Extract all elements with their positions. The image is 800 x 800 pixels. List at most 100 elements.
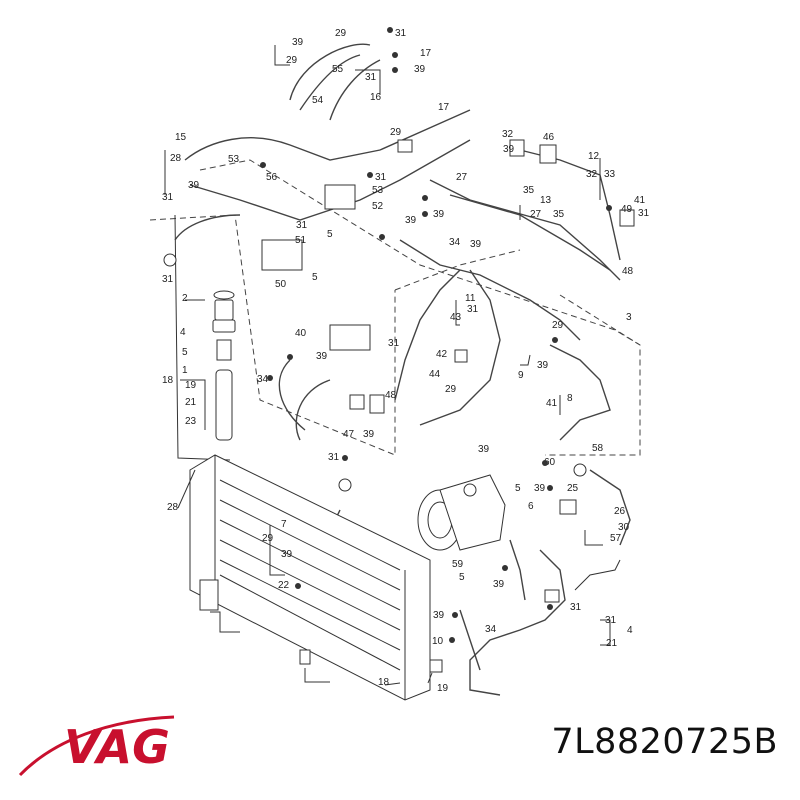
callout-label: 5: [459, 572, 465, 583]
callout-label: 5: [327, 229, 333, 240]
callout-label: 47: [343, 429, 355, 440]
vag-logo: VAG: [18, 715, 175, 777]
callout-label: 40: [295, 328, 307, 339]
callout-label: 49: [621, 204, 633, 215]
callout-label: 31: [375, 172, 387, 183]
callout-label: 34: [257, 374, 269, 385]
callout-label: 39: [470, 239, 482, 250]
callout-label: 27: [530, 209, 542, 220]
brand-name: VAG: [64, 720, 170, 774]
callout-label: 39: [433, 209, 445, 220]
fittings: [163, 139, 635, 673]
callout-label: 34: [449, 237, 461, 248]
callout-label: 39: [316, 351, 328, 362]
callout-label: 39: [478, 444, 490, 455]
callout-label: 10: [432, 636, 444, 647]
callout-label: 41: [546, 398, 558, 409]
leader-lines: [164, 45, 621, 686]
callout-label: 39: [363, 429, 375, 440]
callout-label: 26: [614, 506, 626, 517]
callout-label: 51: [295, 235, 307, 246]
callout-label: 18: [162, 375, 174, 386]
callout-label: 33: [604, 169, 616, 180]
callout-label: 29: [286, 55, 298, 66]
callout-label: 50: [275, 279, 287, 290]
callout-label: 31: [638, 208, 650, 219]
callout-label: 31: [162, 274, 174, 285]
callout-label: 39: [281, 549, 293, 560]
callout-label: 39: [414, 64, 426, 75]
callout-label: 3: [626, 312, 632, 323]
callout-label: 9: [518, 370, 524, 381]
callout-label: 30: [618, 522, 630, 533]
callout-label: 31: [467, 304, 479, 315]
callout-label: 15: [175, 132, 187, 143]
callout-label: 16: [370, 92, 382, 103]
callout-label: 31: [388, 338, 400, 349]
callout-label: 19: [437, 683, 449, 694]
callout-label: 57: [610, 533, 622, 544]
callout-label: 18: [378, 677, 390, 688]
callout-label: 21: [606, 638, 618, 649]
callout-label: 35: [523, 185, 535, 196]
callout-label: 48: [622, 266, 634, 277]
callout-label: 23: [185, 416, 197, 427]
callout-label: 32: [502, 129, 514, 140]
callout-label: 53: [228, 154, 240, 165]
callout-label: 19: [185, 380, 197, 391]
callout-label: 5: [515, 483, 521, 494]
callout-label: 8: [567, 393, 573, 404]
callout-label: 42: [436, 349, 448, 360]
callout-label: 41: [634, 195, 646, 206]
callout-label: 53: [372, 185, 384, 196]
callout-label: 39: [292, 37, 304, 48]
callout-label: 43: [450, 312, 462, 323]
callout-label: 17: [438, 102, 450, 113]
callout-label: 25: [567, 483, 579, 494]
callout-label: 28: [167, 502, 179, 513]
callout-label: 58: [592, 443, 604, 454]
callout-label: 31: [605, 615, 617, 626]
receiver-drier: [212, 290, 236, 441]
callout-label: 29: [552, 320, 564, 331]
callout-label: 35: [553, 209, 565, 220]
callout-label: 32: [586, 169, 598, 180]
callout-label: 39: [433, 610, 445, 621]
callout-label: 31: [365, 72, 377, 83]
callout-label: 13: [540, 195, 552, 206]
callout-label: 54: [312, 95, 324, 106]
callout-label: 22: [278, 580, 290, 591]
callout-label: 31: [296, 220, 308, 231]
callout-label: 4: [627, 625, 633, 636]
callout-label: 39: [534, 483, 546, 494]
callout-label: 39: [405, 215, 417, 226]
callout-label: 5: [182, 347, 188, 358]
compressor: [417, 474, 506, 551]
callout-label: 39: [188, 180, 200, 191]
fastener-dots: [260, 27, 612, 643]
callout-label: 4: [180, 327, 186, 338]
callout-label: 39: [493, 579, 505, 590]
callout-label: 46: [543, 132, 555, 143]
callout-label: 12: [588, 151, 600, 162]
callout-label: 6: [528, 501, 534, 512]
callout-label: 29: [390, 127, 402, 138]
callout-label: 34: [485, 624, 497, 635]
callout-label: 59: [452, 559, 464, 570]
callout-label: 56: [266, 172, 278, 183]
callout-label: 21: [185, 397, 197, 408]
callout-label: 1: [182, 365, 188, 376]
callout-label: 55: [332, 64, 344, 75]
callout-label: 29: [445, 384, 457, 395]
callout-label: 31: [162, 192, 174, 203]
callout-label: 39: [537, 360, 549, 371]
callout-label: 60: [544, 457, 556, 468]
callout-label: 31: [570, 602, 582, 613]
callout-label: 5: [312, 272, 318, 283]
callout-label: 29: [335, 28, 347, 39]
part-number: 7L8820725B: [551, 722, 778, 762]
callout-label: 44: [429, 369, 441, 380]
callout-label: 48: [385, 390, 397, 401]
